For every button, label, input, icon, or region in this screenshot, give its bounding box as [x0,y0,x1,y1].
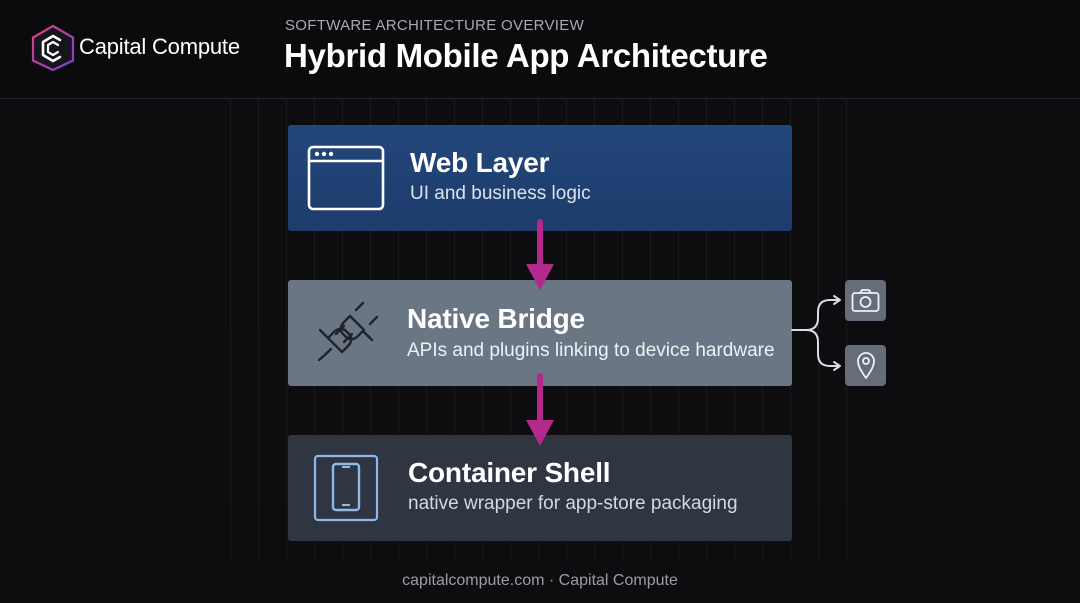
location-pin-icon [857,352,875,379]
camera-icon [851,289,880,312]
footer-credit: capitalcompute.com · Capital Compute [402,572,678,589]
layer-container-shell: Container Shell native wrapper for app-s… [288,435,792,541]
page-eyebrow: SOFTWARE ARCHITECTURE OVERVIEW [285,17,585,34]
layer-title: Native Bridge [407,303,585,334]
device-location-tile [845,345,886,386]
browser-window-icon [307,145,385,211]
plug-connector-icon [317,301,379,362]
layer-native-bridge: Native Bridge APIs and plugins linking t… [288,280,792,386]
brand-name: Capital Compute [79,34,240,59]
layer-title: Container Shell [408,457,611,488]
smartphone-icon [313,454,379,522]
layer-title: Web Layer [410,147,550,178]
layer-web: Web Layer UI and business logic [288,125,792,231]
page-title: Hybrid Mobile App Architecture [284,37,768,74]
layer-subtitle: native wrapper for app-store packaging [408,493,738,514]
capital-compute-logo-icon [31,24,75,72]
header-bar: Capital Compute SOFTWARE ARCHITECTURE OV… [0,0,1080,99]
device-camera-tile [845,280,886,321]
layer-subtitle: APIs and plugins linking to device hardw… [407,340,775,361]
layer-subtitle: UI and business logic [410,183,591,204]
